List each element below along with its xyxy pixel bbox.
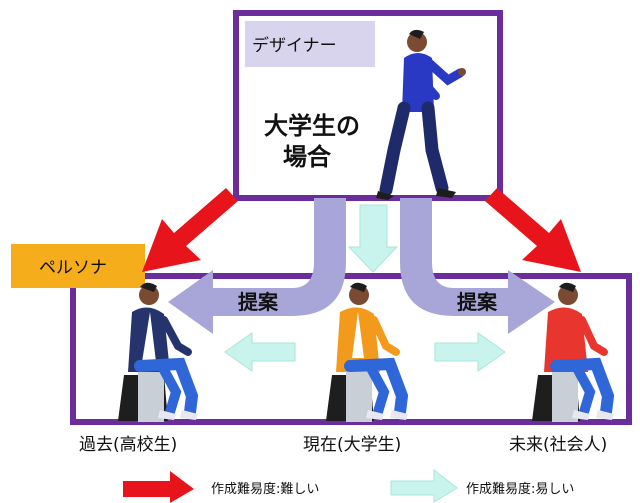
case-label-line2: 場合 <box>283 143 332 171</box>
mint-arrow-left <box>224 332 296 372</box>
label-past: 過去(高校生) <box>79 435 177 455</box>
persona-tag: ペルソナ <box>39 258 107 278</box>
mint-arrow-down <box>347 204 399 273</box>
designer-tag-bg <box>245 21 375 67</box>
mint-arrow-right <box>434 332 506 372</box>
proposal-label-left: 提案 <box>238 290 279 314</box>
persona-figure-past <box>118 282 199 422</box>
persona-tag-bg <box>11 244 145 288</box>
lavender-arrow-left <box>168 198 346 334</box>
red-arrow-left <box>142 188 238 272</box>
legend-mint-arrow <box>390 468 458 503</box>
proposal-label-right: 提案 <box>457 290 498 314</box>
legend-red-arrow <box>123 471 194 503</box>
persona-figure-future <box>532 282 615 422</box>
persona-figure-present <box>326 282 409 422</box>
red-arrow-right <box>485 188 581 272</box>
designer-tag: デザイナー <box>252 35 337 56</box>
designer-figure <box>376 29 466 200</box>
label-present: 現在(大学生) <box>303 435 401 455</box>
legend-easy: 作成難易度:易しい <box>466 481 574 497</box>
label-future: 未来(社会人) <box>509 435 607 455</box>
lavender-arrow-right <box>400 198 555 334</box>
case-label-line1: 大学生の <box>264 112 360 140</box>
legend-hard: 作成難易度:難しい <box>211 481 319 497</box>
